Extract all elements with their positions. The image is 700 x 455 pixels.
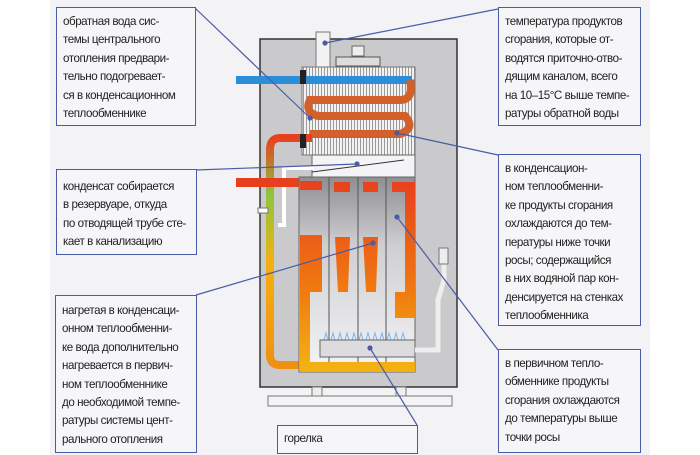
label-line: сгорания охлаждаются	[505, 393, 620, 407]
label-line: тельно подогревает-	[63, 70, 166, 84]
leader-line	[369, 347, 418, 426]
hot-supply-pipe	[266, 134, 312, 369]
label-condensate: конденсат собирается в резервуаре, откуд…	[56, 169, 197, 255]
label-line: нагревается в первич-	[62, 359, 173, 373]
label-line: в резервуаре, откуда	[63, 198, 167, 212]
leader-line	[194, 7, 311, 119]
label-line: в них водяной пар кон-	[505, 272, 619, 286]
label-line: денсируется на стенках	[505, 290, 623, 304]
label-condensing-exchanger: в конденсацион- ном теплообменни- ке про…	[498, 154, 641, 326]
label-line: онном теплообменни-	[62, 322, 172, 336]
coil-pipe	[304, 79, 415, 138]
label-line: в конденсацион-	[505, 162, 588, 175]
label-line: водятся приточно-отво-	[505, 51, 623, 65]
leader-line	[396, 216, 499, 351]
gas-pipe	[415, 255, 447, 353]
label-line: обменнике продукты	[505, 375, 609, 389]
flame-icon	[323, 331, 406, 341]
leader-line	[396, 132, 499, 156]
label-line: кает в канализацию	[63, 235, 163, 249]
label-line: точки росы	[505, 430, 560, 444]
leader-line	[195, 163, 358, 171]
leader-line	[324, 8, 499, 44]
leader-line	[195, 242, 374, 296]
label-primary-exchanger: в первичном тепло- обменнике продукты сг…	[498, 349, 641, 453]
cold-return-pipe	[236, 76, 412, 84]
label-line: на 10–15°С выше темпе-	[505, 88, 630, 102]
label-line: дящим каналом, всего	[505, 70, 618, 84]
label-line: пературы ниже точки	[505, 235, 611, 249]
label-line: до температуры выше	[505, 412, 618, 426]
label-line: ном теплообменнике	[62, 377, 168, 391]
fan	[335, 56, 381, 67]
label-line: отопления предвари-	[63, 51, 170, 65]
boiler-stand	[267, 395, 453, 407]
label-flue-temperature: температура продуктов сгорания, которые …	[498, 7, 641, 126]
label-line: температура продуктов	[505, 15, 623, 28]
label-return-water: обратная вода сис- темы центрального ото…	[56, 7, 196, 126]
label-line: сгорания, которые от-	[505, 33, 614, 47]
label-line: теплообменнике	[63, 107, 147, 121]
label-line: рального отопления	[62, 432, 163, 446]
label-line: росы; содержащийся	[505, 254, 611, 268]
label-line: по отводящей трубе сте-	[63, 216, 186, 230]
label-line: в первичном тепло-	[505, 357, 604, 370]
label-line: темы центрального	[63, 33, 161, 47]
label-line: ратуры системы цент-	[62, 414, 173, 428]
label-line: ратуры обратной воды	[505, 107, 619, 121]
label-heated-water: нагретая в конденсаци- онном теплообменн…	[55, 295, 197, 453]
condensate-tank	[311, 154, 416, 178]
label-line: ке вода дополнительно	[62, 340, 179, 354]
flue-pipe	[315, 31, 331, 69]
hot-outlet-pipe	[236, 178, 302, 187]
label-line: нагретая в конденсаци-	[62, 304, 180, 317]
label-line: ке продукты сгорания	[505, 198, 613, 212]
label-burner: горелка	[277, 425, 418, 454]
label-line: ном теплообменни-	[505, 180, 604, 194]
label-line: горелка	[284, 432, 323, 445]
label-line: теплообменника	[505, 309, 589, 323]
label-line: охлаждаются до тем-	[505, 217, 612, 231]
label-line: ся в конденсационном	[63, 88, 176, 102]
label-line: до необходимой темпе-	[62, 396, 180, 410]
label-line: обратная вода сис-	[63, 15, 159, 28]
label-line: конденсат собирается	[63, 180, 174, 193]
condensate-drain-pipe	[278, 166, 314, 227]
